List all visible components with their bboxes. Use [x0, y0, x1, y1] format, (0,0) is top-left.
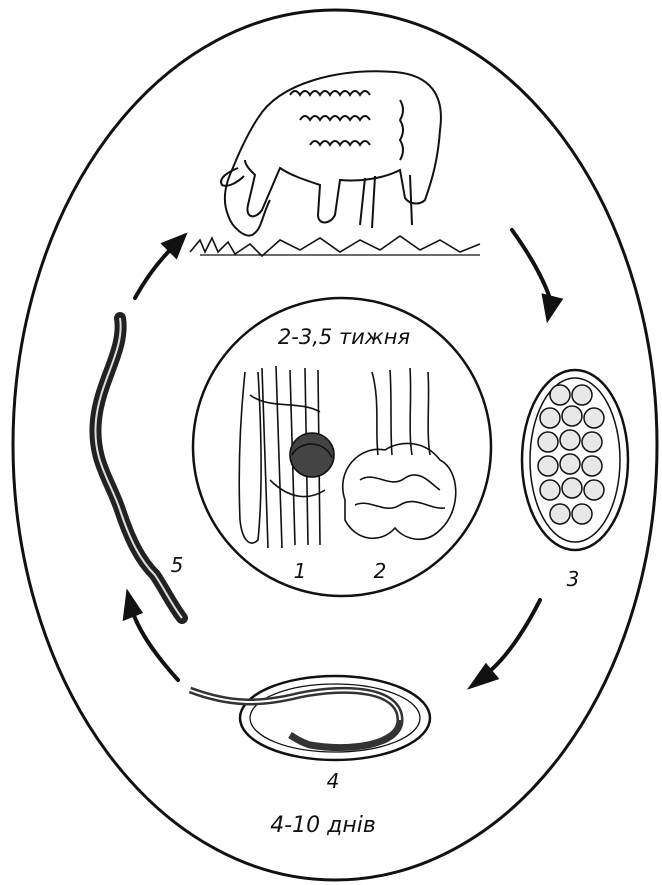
stage-4-label: 4 [327, 769, 340, 793]
adult-worms-illustration-2 [343, 368, 456, 539]
adult-worms-illustration-1 [239, 366, 334, 548]
bottom-duration-label: 4-10 днів [270, 813, 376, 838]
arrow-bottom-left-head [125, 594, 140, 618]
arrow-bottom-left [132, 610, 178, 680]
sheep-host-illustration [190, 71, 480, 256]
stage-3-label: 3 [567, 567, 580, 591]
arrow-top-right [512, 230, 552, 305]
stage-5-label: 5 [171, 553, 184, 577]
infective-larva-illustration [95, 318, 182, 618]
stage-1-label: 1 [294, 559, 307, 583]
arrow-top-left [135, 248, 172, 298]
arrow-bottom-right [485, 600, 540, 675]
arrow-top-right-head [544, 296, 560, 318]
infective-larva-body [95, 318, 182, 618]
stage-2-label: 2 [374, 559, 387, 583]
worm-coil-cluster [290, 433, 334, 477]
egg-blastomeres [538, 385, 604, 524]
center-duration-label: 2-3,5 тижня [278, 325, 410, 349]
egg-illustration [522, 370, 628, 550]
larva-in-egg-illustration [190, 676, 430, 760]
